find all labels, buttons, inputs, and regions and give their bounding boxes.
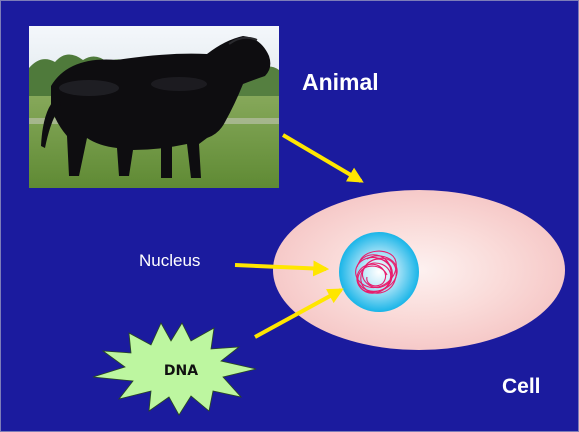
nucleus-shape <box>339 232 419 312</box>
dna-burst: DNA <box>93 323 256 415</box>
arrow-animal-to-cell <box>283 135 361 181</box>
dna-label: DNA <box>164 363 198 379</box>
